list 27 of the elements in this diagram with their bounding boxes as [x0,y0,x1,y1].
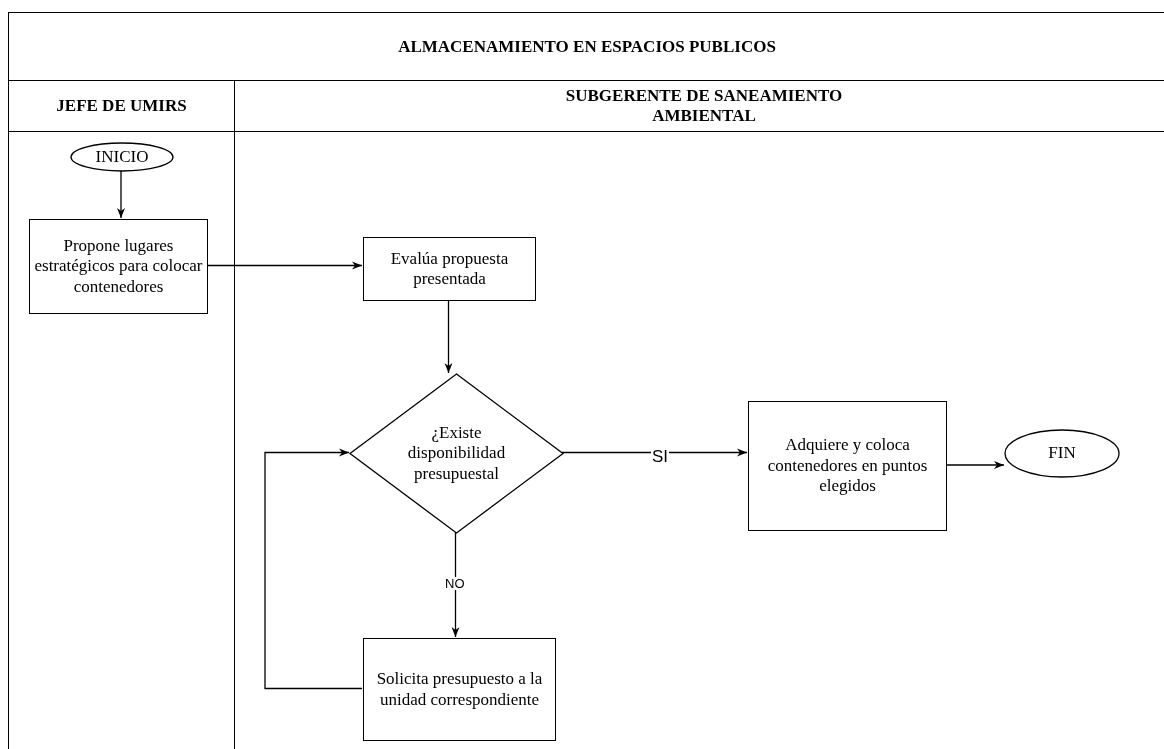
arrow [451,531,460,638]
process-box [363,638,556,741]
process-box [748,401,947,531]
arrow [117,169,125,219]
node-text: Evalúa propuesta presentada [389,248,510,290]
terminator-ellipse [71,143,173,171]
swimlane [8,80,235,749]
node-text: INICIO [95,146,149,168]
arrow [561,448,748,457]
terminator-ellipse [1005,430,1119,477]
node-text: ¿Existe disponibilidad presupuestal [406,422,507,485]
arrow [264,448,363,690]
arrow [444,299,453,374]
edge-label: SI [651,447,670,465]
node-text: Solicita presupuesto a la unidad correspondiente [375,669,544,710]
node-text: FIN [1048,443,1076,464]
decision-diamond [350,374,563,533]
node-text: Propone lugares estratégicos para colocar contenedores [33,235,204,298]
diagram-title: ALMACENAMIENTO EN ESPACIOS PUBLICOS [397,37,777,57]
edge-label: NO [444,576,466,590]
process-box [363,237,536,301]
arrow [206,261,363,270]
node-text: Adquiere y coloca contenedores en puntos elegidos [766,435,929,497]
arrow [945,461,1005,469]
lane-header: SUBGERENTE DE SANEAMIENTO AMBIENTAL [235,81,1164,132]
process-box [29,219,208,314]
lane-header: JEFE DE UMIRS [9,81,234,132]
